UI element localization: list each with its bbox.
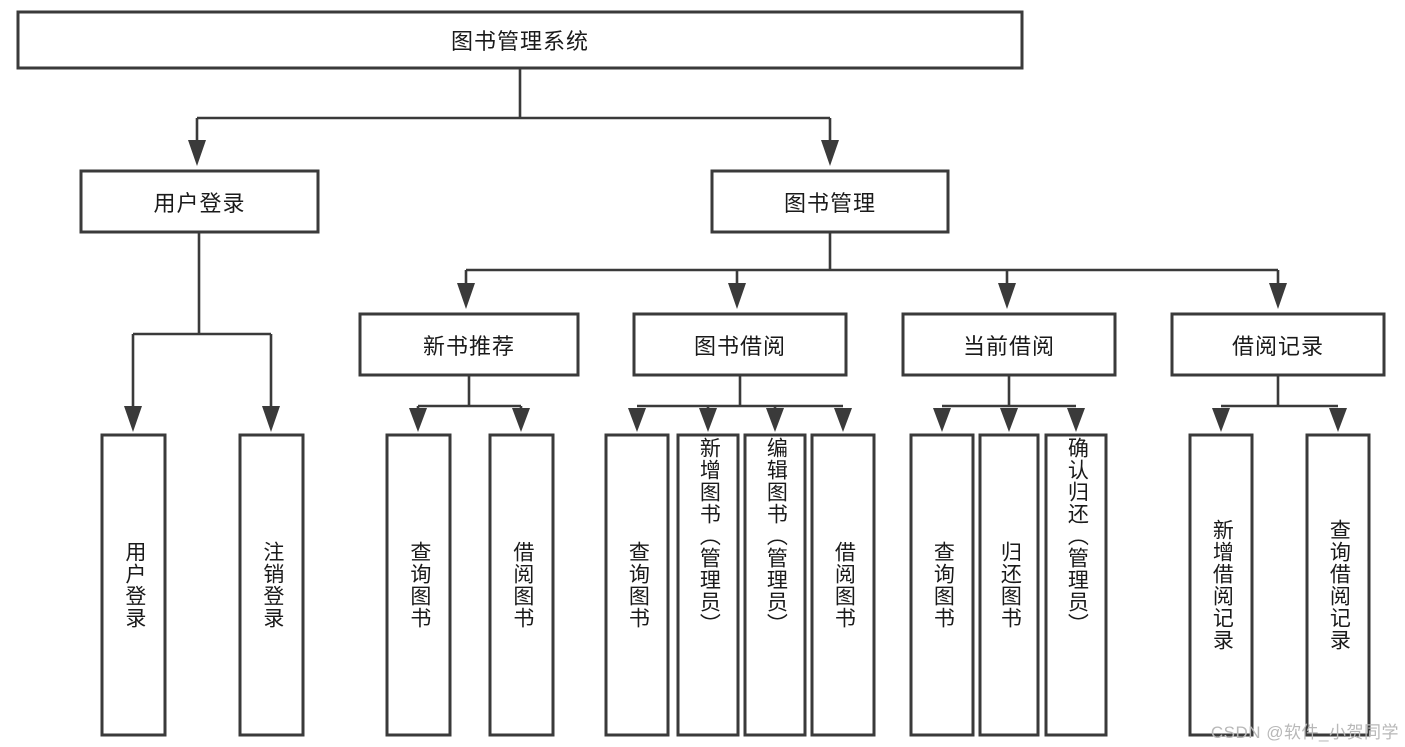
- arrowhead-leaf-12: [1212, 408, 1230, 432]
- leaf-box-query-book-3[interactable]: [909, 433, 975, 737]
- arrowhead-leaf-7: [766, 408, 784, 432]
- leaf-box-query-book-1[interactable]: [385, 433, 452, 737]
- leaf-box-borrow-book-1[interactable]: [488, 433, 555, 737]
- arrowhead-borrow: [728, 283, 746, 309]
- arrowhead-current: [998, 283, 1016, 309]
- arrowhead-leaf-8: [834, 408, 852, 432]
- node-current-borrow-box[interactable]: [901, 312, 1117, 377]
- arrowhead-book-manage: [821, 140, 839, 166]
- arrowhead-leaf-2: [262, 406, 280, 432]
- leaf-box-add-book[interactable]: [676, 433, 740, 737]
- arrowhead-leaf-6: [699, 408, 717, 432]
- arrowhead-user-login: [188, 140, 206, 166]
- arrowhead-leaf-4: [512, 408, 530, 432]
- node-borrow-record-box[interactable]: [1170, 312, 1386, 377]
- arrowhead-leaf-11: [1067, 408, 1085, 432]
- leaf-box-return-book[interactable]: [978, 433, 1040, 737]
- leaf-box-add-record[interactable]: [1188, 433, 1254, 737]
- leaf-box-edit-book[interactable]: [743, 433, 807, 737]
- node-root-box[interactable]: [16, 10, 1024, 70]
- arrowhead-leaf-13: [1329, 408, 1347, 432]
- leaf-box-user-login[interactable]: [100, 433, 167, 737]
- node-new-book-box[interactable]: [358, 312, 580, 377]
- node-book-manage-box[interactable]: [710, 169, 950, 234]
- node-user-login-box[interactable]: [79, 169, 320, 234]
- arrowhead-leaf-9: [933, 408, 951, 432]
- leaf-box-borrow-book-2[interactable]: [810, 433, 876, 737]
- leaf-box-logout[interactable]: [238, 433, 305, 737]
- arrowhead-leaf-5: [628, 408, 646, 432]
- arrowhead-record: [1269, 283, 1287, 309]
- leaf-box-query-book-2[interactable]: [604, 433, 670, 737]
- leaf-box-confirm-return[interactable]: [1044, 433, 1108, 737]
- arrowhead-leaf-3: [409, 408, 427, 432]
- node-book-borrow-box[interactable]: [632, 312, 848, 377]
- arrowhead-leaf-1: [124, 406, 142, 432]
- csdn-watermark: CSDN @软件_小贺同学: [1210, 723, 1399, 742]
- leaf-box-query-record[interactable]: [1305, 433, 1371, 737]
- arrowhead-newbook: [457, 283, 475, 309]
- arrowhead-leaf-10: [1000, 408, 1018, 432]
